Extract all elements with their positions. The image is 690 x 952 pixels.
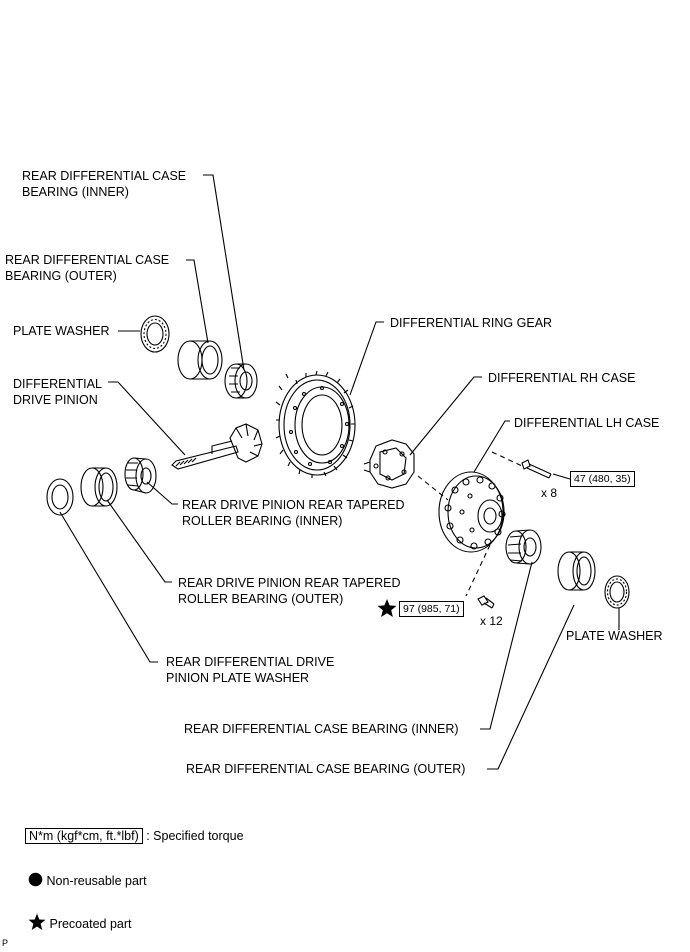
qty-lower: x 12 bbox=[480, 614, 503, 628]
legend-torque: N*m (kgf*cm, ft.*lbf) : Specified torque bbox=[25, 828, 244, 844]
pinion-bearing-outer-part bbox=[80, 467, 118, 507]
bolt-upper-part bbox=[521, 459, 552, 479]
legend-non-reusable-text: Non-reusable part bbox=[46, 874, 147, 888]
label-line: REAR DIFFERENTIAL CASE bbox=[22, 169, 187, 183]
label-line: DIFFERENTIAL bbox=[13, 377, 102, 391]
legend-torque-desc: : Specified torque bbox=[146, 829, 244, 843]
case-bearing-inner-bottom-part bbox=[505, 529, 542, 565]
leader-lines bbox=[59, 174, 620, 770]
qty-upper: x 8 bbox=[541, 486, 558, 500]
plate-washer-left-part bbox=[140, 315, 170, 353]
drive-pinion-part bbox=[171, 423, 263, 470]
bolt-lower-part bbox=[477, 595, 495, 609]
plate-washer-right-part bbox=[604, 575, 630, 609]
label-case-bearing-inner-bottom: REAR DIFFERENTIAL CASE BEARING (INNER) bbox=[184, 722, 459, 736]
label-line: DRIVE PINION bbox=[13, 393, 98, 407]
label-ring-gear: DIFFERENTIAL RING GEAR bbox=[390, 316, 553, 330]
filled-circle-icon bbox=[28, 872, 43, 887]
label-line: REAR DRIVE PINION REAR TAPERED bbox=[182, 498, 405, 512]
label-line: ROLLER BEARING (INNER) bbox=[182, 514, 343, 528]
torque-box-upper: 47 (480, 35) bbox=[570, 471, 635, 487]
label-pinion-bearing-outer: REAR DRIVE PINION REAR TAPERED ROLLER BE… bbox=[178, 575, 401, 607]
label-line: PINION PLATE WASHER bbox=[166, 671, 310, 685]
label-line: REAR DIFFERENTIAL CASE bbox=[5, 253, 170, 267]
lh-case-part bbox=[438, 471, 506, 553]
label-lh-case: DIFFERENTIAL LH CASE bbox=[514, 416, 660, 430]
star-icon bbox=[28, 913, 46, 930]
case-bearing-inner-top-part bbox=[224, 363, 258, 399]
label-line: REAR DIFFERENTIAL DRIVE bbox=[166, 655, 335, 669]
legend-precoated-text: Precoated part bbox=[49, 917, 132, 931]
pinion-plate-washer-part bbox=[46, 478, 74, 516]
label-line: REAR DRIVE PINION REAR TAPERED bbox=[178, 576, 401, 590]
legend-torque-box: N*m (kgf*cm, ft.*lbf) bbox=[25, 828, 143, 844]
ring-gear-part bbox=[275, 370, 356, 478]
label-rh-case: DIFFERENTIAL RH CASE bbox=[488, 371, 636, 385]
legend-non-reusable: Non-reusable part bbox=[28, 872, 147, 888]
dashed-lines bbox=[417, 451, 523, 597]
rh-case-part bbox=[363, 439, 415, 489]
label-line: BEARING (OUTER) bbox=[5, 269, 117, 283]
case-bearing-outer-bottom-part bbox=[557, 551, 596, 591]
precoated-star-icon bbox=[377, 599, 397, 617]
case-bearing-outer-top-part bbox=[177, 340, 223, 380]
label-line: ROLLER BEARING (OUTER) bbox=[178, 592, 344, 606]
pinion-bearing-inner-part bbox=[124, 457, 157, 494]
corner-mark: P bbox=[2, 938, 9, 948]
label-case-bearing-inner-top: REAR DIFFERENTIAL CASE BEARING (INNER) bbox=[22, 168, 186, 200]
label-drive-pinion: DIFFERENTIAL DRIVE PINION bbox=[13, 376, 102, 408]
label-plate-washer-left: PLATE WASHER bbox=[13, 324, 110, 338]
label-pinion-bearing-inner: REAR DRIVE PINION REAR TAPERED ROLLER BE… bbox=[182, 497, 405, 529]
label-pinion-plate-washer: REAR DIFFERENTIAL DRIVE PINION PLATE WAS… bbox=[166, 654, 334, 686]
label-plate-washer-right: PLATE WASHER bbox=[566, 629, 663, 643]
torque-box-lower: 97 (985, 71) bbox=[399, 601, 464, 617]
label-line: BEARING (INNER) bbox=[22, 185, 129, 199]
label-case-bearing-outer-top: REAR DIFFERENTIAL CASE BEARING (OUTER) bbox=[5, 252, 169, 284]
label-case-bearing-outer-bottom: REAR DIFFERENTIAL CASE BEARING (OUTER) bbox=[186, 762, 466, 776]
legend-precoated: Precoated part bbox=[28, 913, 131, 931]
